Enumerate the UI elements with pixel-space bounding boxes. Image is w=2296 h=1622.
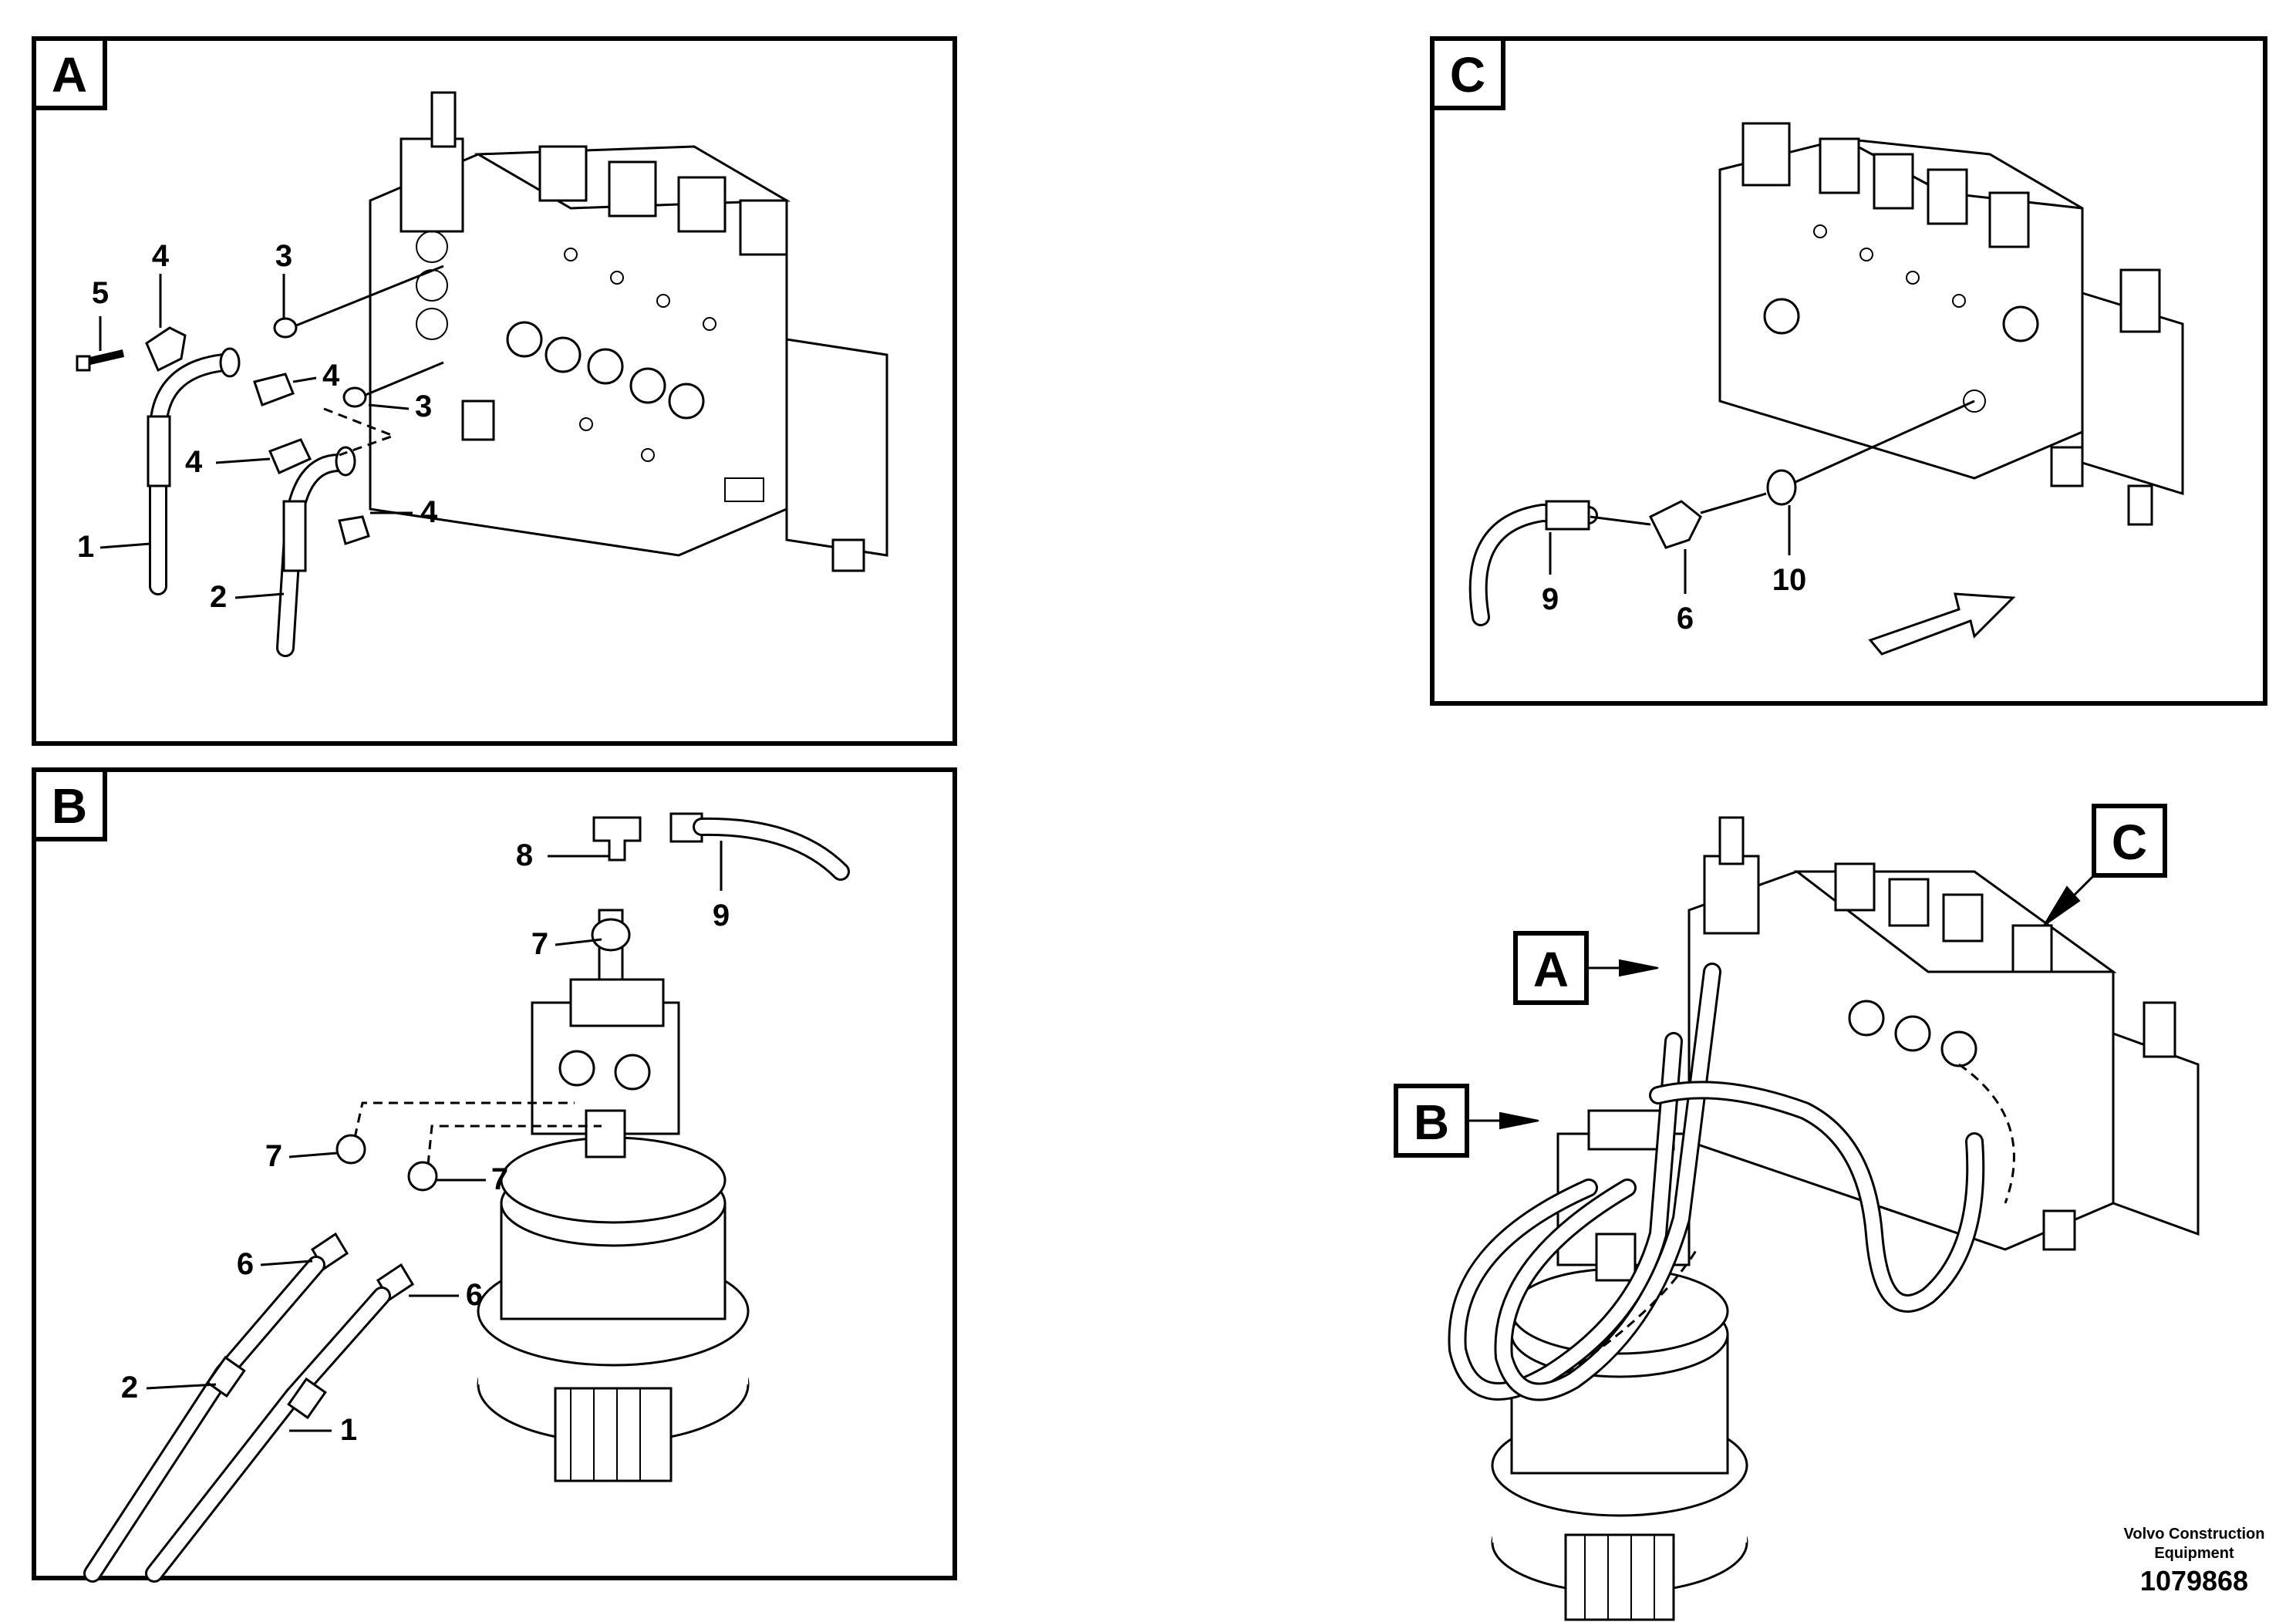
hose-1-ferrule [147, 415, 171, 487]
panel-b: B [32, 767, 957, 1583]
callout-b-7-left: 7 [265, 1139, 282, 1173]
callout-a-4-left: 4 [185, 445, 203, 479]
overview-assembly: A B C [1394, 804, 2200, 1621]
callout-c-9: 9 [1542, 582, 1559, 616]
panel-c-tag-box [1430, 36, 1505, 110]
bolt-5 [76, 355, 91, 372]
panel-c-tag: C [1450, 47, 1485, 103]
callout-a-4-mid: 4 [322, 359, 340, 393]
o-ring-3-upper [273, 317, 298, 339]
callout-b-6-left: 6 [237, 1247, 254, 1281]
callout-b-2: 2 [121, 1371, 138, 1404]
callout-a-5: 5 [92, 276, 109, 310]
panel-b-frame [32, 767, 957, 1580]
flange-half-4a [145, 326, 187, 373]
brand-line-1: Volvo Construction [2124, 1526, 2265, 1543]
callout-b-8: 8 [516, 838, 533, 872]
control-valve-a [369, 91, 888, 572]
control-valve-c [1718, 122, 2184, 526]
panel-a: A [32, 36, 957, 746]
flange-half-4b [253, 373, 295, 406]
panel-a-tag-box [32, 36, 107, 110]
panel-c-frame [1430, 36, 2267, 706]
panel-a-tag: A [52, 47, 87, 103]
flange-half-4d [338, 515, 370, 545]
panel-c: C [1430, 36, 2267, 706]
overview-tag-c-box [2092, 804, 2167, 878]
callout-a-3-mid: 3 [415, 389, 432, 423]
callout-b-7-right: 7 [491, 1162, 508, 1196]
callout-a-4-right: 4 [420, 495, 438, 529]
callout-a-1: 1 [77, 530, 94, 564]
panel-b-tag-box [32, 767, 107, 841]
o-ring-3-lower [342, 386, 367, 408]
callout-c-10: 10 [1772, 563, 1807, 597]
overview-tag-a-box [1513, 931, 1589, 1005]
callout-a-2: 2 [210, 580, 227, 614]
overview-tag-c: C [2112, 814, 2147, 870]
overview-tag-b: B [1414, 1094, 1449, 1150]
orientation-arrow [1868, 592, 2016, 656]
adapter-7-right [407, 1161, 438, 1192]
elbow-6-c [1648, 500, 1702, 549]
adapter-10 [1766, 469, 1797, 506]
callout-a-3-top: 3 [275, 239, 292, 273]
callout-c-6: 6 [1677, 602, 1694, 636]
overview-tag-b-box [1394, 1084, 1469, 1158]
panel-a-frame [32, 36, 957, 746]
drawing-number: 1079868 [2140, 1565, 2248, 1597]
overview-tag-a: A [1533, 942, 1569, 997]
flange-half-4c [268, 438, 312, 474]
swing-motor-b [477, 909, 750, 1482]
callout-b-9: 9 [713, 899, 730, 932]
tee-fitting-8 [592, 816, 642, 862]
callout-b-1: 1 [340, 1413, 357, 1447]
hose-9-ferrule-c [1545, 500, 1590, 531]
callout-b-7-top: 7 [531, 927, 548, 961]
panel-b-tag: B [52, 778, 87, 834]
adapter-7-left [335, 1134, 366, 1165]
callout-b-6-right: 6 [466, 1278, 483, 1312]
hose-2-ferrule [282, 500, 307, 572]
brand-line-2: Equipment [2154, 1545, 2234, 1562]
callout-a-4-top: 4 [152, 239, 170, 273]
